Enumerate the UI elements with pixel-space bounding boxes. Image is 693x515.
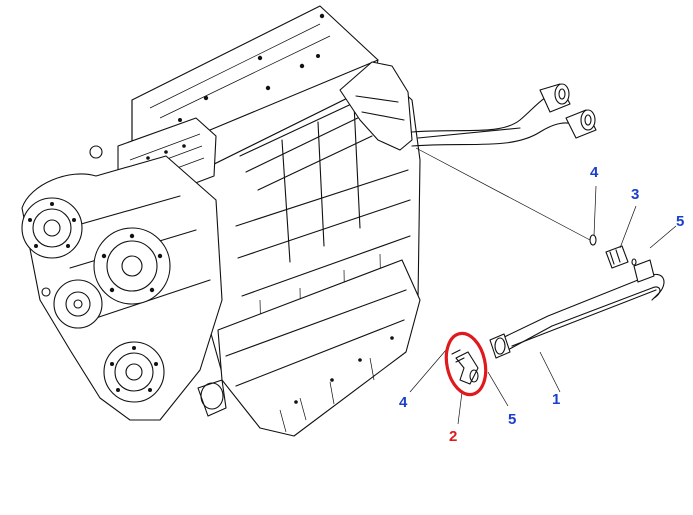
cover-bolts: [178, 13, 325, 122]
callout-4-lower[interactable]: 4: [399, 394, 408, 411]
transmission-housing: [21, 5, 421, 437]
callout-2[interactable]: 2: [449, 428, 457, 445]
upper-output-flange: [21, 197, 83, 259]
connector-fitting: [605, 245, 629, 269]
callout-5-upper[interactable]: 5: [676, 213, 684, 230]
callout-3[interactable]: 3: [631, 186, 639, 203]
input-hub: [41, 279, 103, 329]
harness-connector-upper: [539, 83, 571, 113]
seal-upper: [631, 258, 637, 266]
leader-lines: [409, 147, 677, 425]
o-ring-upper: [589, 234, 597, 246]
lower-output-flange: [103, 341, 165, 403]
callout-1[interactable]: 1: [552, 391, 560, 408]
middle-output-flange: [93, 227, 171, 305]
sump-bolts: [294, 336, 394, 404]
harness-connector-lower: [565, 109, 597, 139]
wiring-harness: [411, 83, 597, 147]
callout-5-lower[interactable]: 5: [508, 411, 516, 428]
breather-hose: [489, 259, 665, 359]
callout-4-upper[interactable]: 4: [590, 164, 599, 181]
elbow-fitting: [451, 349, 479, 385]
highlight-ring[interactable]: [441, 330, 491, 399]
